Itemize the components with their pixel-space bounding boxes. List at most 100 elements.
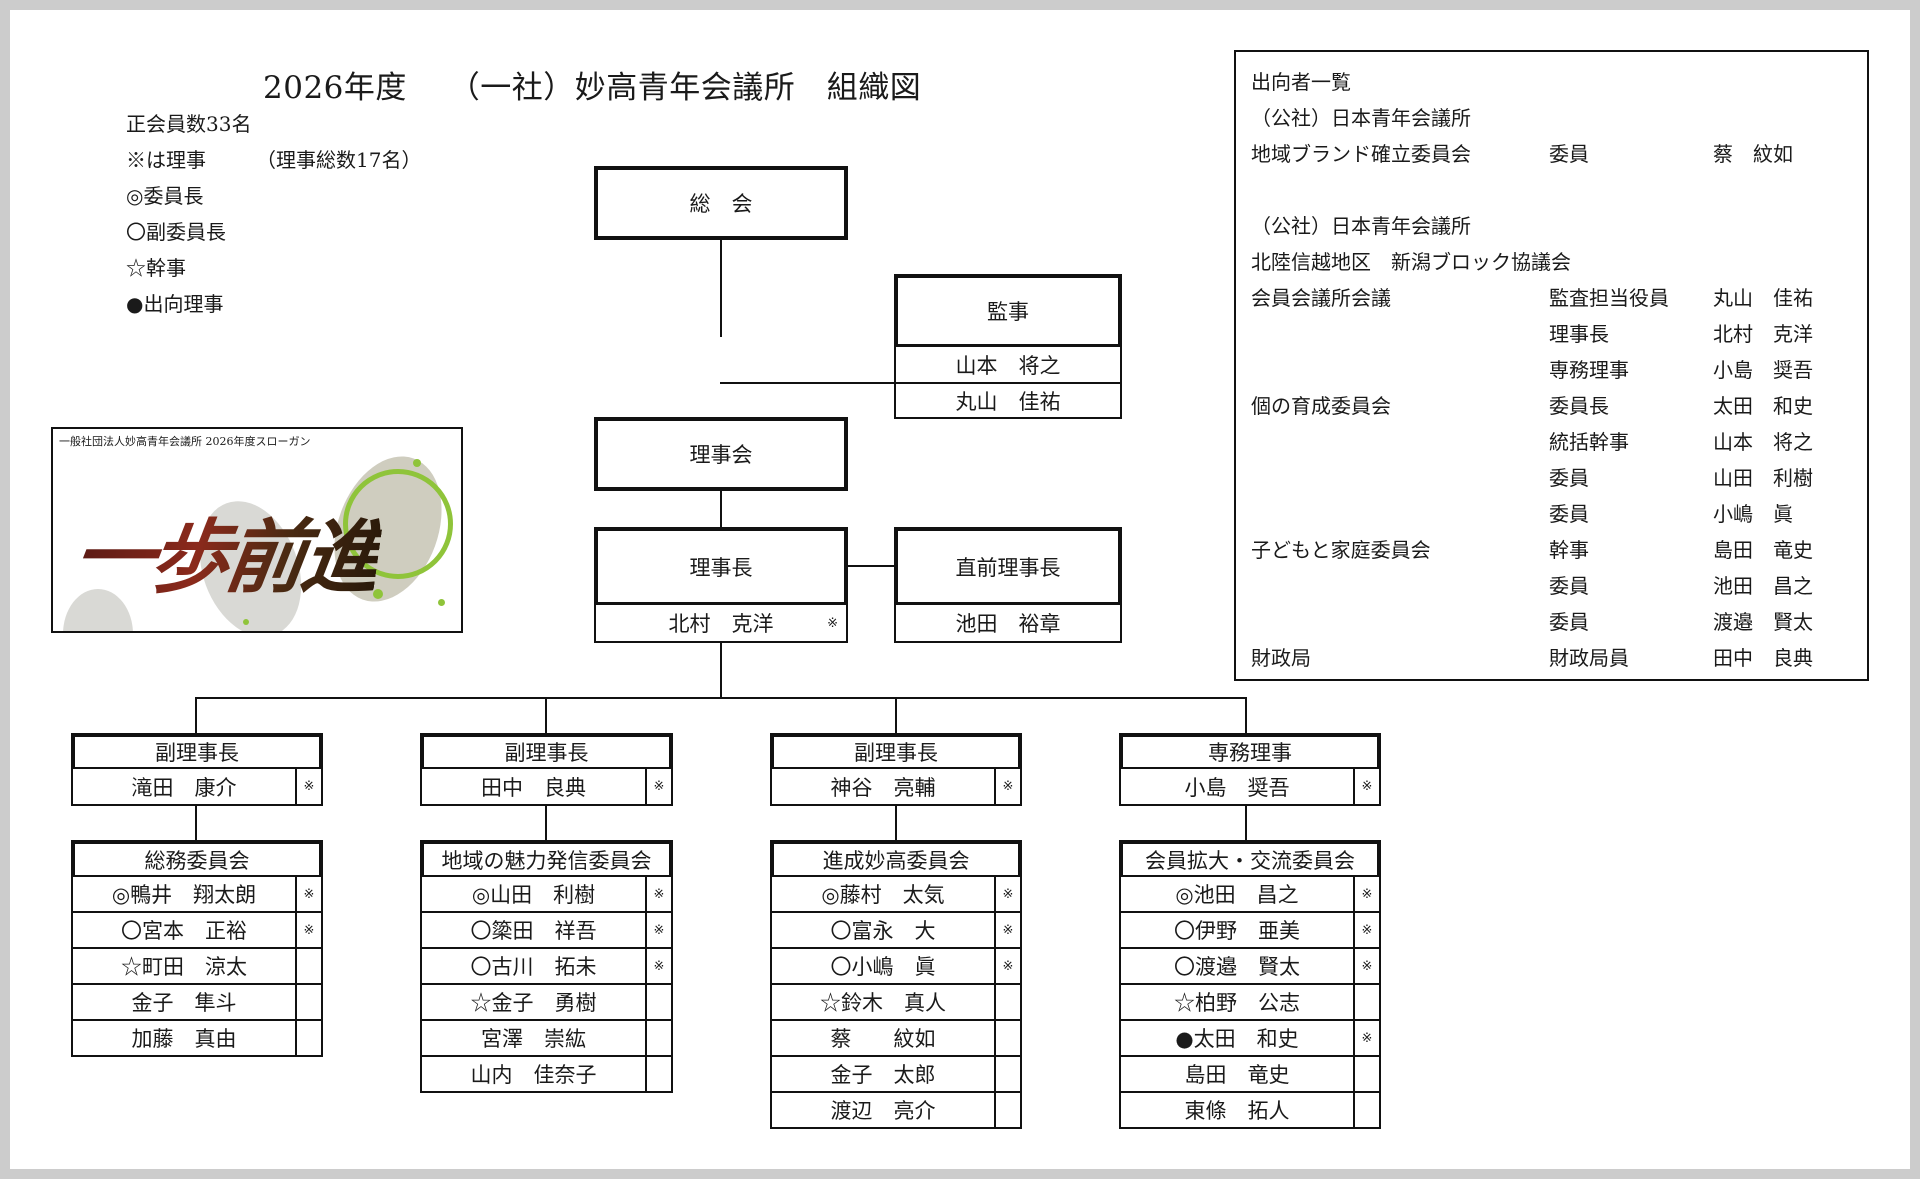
connector-line	[195, 697, 197, 733]
legend-seconded: ●出向理事	[126, 292, 224, 316]
director-mark	[295, 985, 321, 1019]
secondment-title: 出向者一覧	[1251, 70, 1351, 94]
secondment-org-sub: 北陸信越地区 新潟ブロック協議会	[1251, 250, 1571, 274]
director-mark: ※	[645, 913, 671, 947]
member-row: ☆柏野 公志	[1119, 985, 1381, 1021]
director-mark: ※	[645, 877, 671, 911]
auditor-name: 丸山 佳祐	[955, 389, 1061, 414]
auditor-row: 山本 将之	[894, 347, 1122, 384]
member-name: 〇簗田 祥吾	[470, 919, 597, 943]
past-president-box: 直前理事長	[894, 527, 1122, 606]
officer-name: 滝田 康介	[131, 775, 237, 800]
officer-row: 神谷 亮輔 ※	[770, 769, 1022, 806]
president-name-row: 北村 克洋 ※	[594, 605, 848, 643]
secondment-role: 財政局員	[1549, 646, 1629, 670]
officer-row: 小島 奨吾 ※	[1119, 769, 1381, 806]
director-mark: ※	[994, 949, 1020, 983]
past-president-name: 池田 裕章	[955, 612, 1061, 636]
director-mark	[994, 1093, 1020, 1127]
director-mark	[1353, 985, 1379, 1019]
director-mark: ※	[295, 913, 321, 947]
secondment-name: 渡邉 賢太	[1713, 610, 1813, 634]
legend-chair: ◎委員長	[126, 184, 204, 208]
member-name: ●太田 和史	[1175, 1027, 1299, 1051]
legend-vice-chair: 〇副委員長	[126, 220, 226, 244]
member-row: 〇宮本 正裕※	[71, 913, 323, 949]
member-row: ◎山田 利樹※	[420, 877, 673, 913]
member-row: ◎鴨井 翔太朗 ※	[71, 877, 323, 913]
secondment-role: 委員	[1549, 610, 1589, 634]
director-mark	[994, 985, 1020, 1019]
member-row: 〇伊野 亜美 ※	[1119, 913, 1381, 949]
director-mark	[295, 1021, 321, 1055]
secondment-name: 丸山 佳祐	[1713, 286, 1813, 310]
secondment-committee: 子どもと家庭委員会	[1251, 538, 1431, 562]
president-box: 理事長	[594, 527, 848, 606]
member-name: ◎鴨井 翔太朗	[111, 883, 257, 907]
director-mark: ※	[1353, 949, 1379, 983]
director-mark: ※	[994, 877, 1020, 911]
splash-dot	[373, 589, 383, 599]
secondment-org: （公社）日本青年会議所	[1251, 106, 1471, 130]
secondment-name: 島田 竜史	[1713, 538, 1813, 562]
member-row: ◎池田 昌之※	[1119, 877, 1381, 913]
officer-row: 田中 良典 ※	[420, 769, 673, 806]
secondment-name: 池田 昌之	[1713, 574, 1813, 598]
connector-line	[1245, 697, 1247, 733]
director-mark: ※	[645, 949, 671, 983]
page-title: 2026年度 （一社）妙高青年会議所 組織図	[263, 70, 922, 106]
member-row: 東條 拓人	[1119, 1093, 1381, 1129]
committee-header: 地域の魅力発信委員会	[420, 840, 673, 879]
member-row: 〇簗田 祥吾 ※	[420, 913, 673, 949]
director-mark: ※	[994, 913, 1020, 947]
splash-dot	[413, 459, 421, 467]
splash-ring-graphic	[343, 469, 453, 579]
auditor-name: 山本 将之	[955, 353, 1061, 378]
connector-line	[895, 806, 897, 840]
member-name: ☆町田 涼太	[121, 955, 247, 979]
director-mark: ※	[1353, 1021, 1379, 1055]
director-mark: ※	[295, 877, 321, 911]
managing-director-box: 専務理事	[1119, 733, 1381, 771]
vice-president-box: 副理事長	[770, 733, 1022, 771]
secondment-role: 委員	[1549, 502, 1589, 526]
director-mark: ※	[645, 769, 671, 804]
legend-secretary: ☆幹事	[126, 256, 186, 280]
member-name: 〇伊野 亜美	[1174, 919, 1300, 943]
connector-line	[720, 643, 722, 698]
secondment-committee: 財政局	[1251, 646, 1311, 670]
director-mark	[1353, 1093, 1379, 1127]
member-name: 宮澤 崇紘	[481, 1027, 586, 1051]
member-row: 〇古川 拓未※	[420, 949, 673, 985]
slogan-caption: 一般社団法人妙高青年会議所 2026年度スローガン	[59, 435, 311, 448]
member-name: 金子 隼斗	[131, 991, 237, 1015]
member-row: 島田 竜史	[1119, 1057, 1381, 1093]
secondment-committee: 会員会議所会議	[1251, 286, 1391, 310]
secondment-committee: 地域ブランド確立委員会	[1251, 142, 1471, 166]
director-mark: ※	[994, 769, 1020, 804]
director-mark: ※	[1353, 913, 1379, 947]
board-box: 理事会	[594, 417, 848, 491]
member-row: 渡辺 亮介	[770, 1093, 1022, 1129]
member-row: ☆金子 勇樹	[420, 985, 673, 1021]
vice-president-box: 副理事長	[71, 733, 323, 771]
secondment-list-box: 出向者一覧 （公社）日本青年会議所 地域ブランド確立委員会 委員 蔡 紋如 （公…	[1234, 50, 1869, 681]
secondment-role: 委員長	[1549, 394, 1609, 418]
member-row: 〇渡邉 賢太※	[1119, 949, 1381, 985]
secondment-name: 小島 奨吾	[1713, 358, 1813, 382]
secondment-name: 山田 利樹	[1713, 466, 1813, 490]
connector-line	[720, 382, 894, 384]
legend-member-count: 正会員数33名	[126, 112, 252, 136]
member-name: 蔡 紋如	[830, 1027, 936, 1051]
member-row: 〇小嶋 眞※	[770, 949, 1022, 985]
connector-line	[847, 565, 894, 567]
director-mark: ※	[1353, 769, 1379, 804]
member-name: ◎池田 昌之	[1175, 883, 1299, 907]
member-name: 金子 太郎	[830, 1063, 936, 1087]
connector-line	[720, 491, 722, 528]
secondment-role: 委員	[1549, 574, 1589, 598]
officer-name: 神谷 亮輔	[830, 775, 936, 800]
secondment-role: 委員	[1549, 142, 1589, 166]
past-president-name-row: 池田 裕章	[894, 605, 1122, 643]
director-mark	[994, 1021, 1020, 1055]
